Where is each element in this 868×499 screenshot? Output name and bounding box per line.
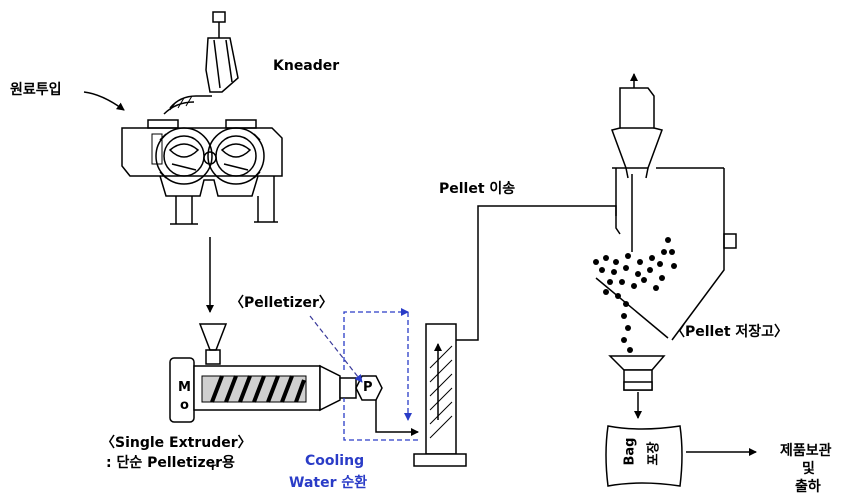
product-storage-line1: 제품보관 bbox=[780, 443, 832, 459]
kneader-machine bbox=[121, 11, 283, 225]
pellet-particles bbox=[593, 237, 677, 353]
pellet-transfer-label: Pellet 이송 bbox=[439, 181, 516, 197]
pump-to-tank-line bbox=[375, 400, 419, 436]
bag-packing-label: 포장 bbox=[646, 441, 662, 466]
motor-label-o: o bbox=[180, 398, 189, 413]
pellet-storage-label: 〈Pellet 저장고〉 bbox=[671, 324, 789, 340]
pump-label: P bbox=[363, 380, 373, 395]
motor-label-r: r bbox=[211, 462, 216, 473]
kneader-label: Kneader bbox=[273, 58, 340, 74]
cyclone bbox=[611, 73, 663, 179]
pellet-silo bbox=[595, 167, 737, 341]
material-input-label: 원료투입 bbox=[10, 82, 62, 98]
motor-label-m: M bbox=[178, 380, 191, 395]
single-extruder-label: 〈Single Extruder〉 bbox=[101, 435, 252, 451]
product-storage-line3: 출하 bbox=[795, 479, 821, 495]
pellet-transfer-line bbox=[456, 205, 617, 341]
bag-packing bbox=[605, 425, 683, 487]
discharge-hopper bbox=[608, 355, 666, 391]
cooling-water-label-line2: Water 순환 bbox=[289, 475, 368, 491]
pelletizer-label: 〈Pelletizer〉 bbox=[230, 295, 333, 311]
cooling-tank bbox=[413, 323, 467, 467]
bag-label: Bag bbox=[622, 437, 638, 466]
material-input-arrow bbox=[83, 91, 125, 111]
cooling-water-loop bbox=[343, 308, 418, 441]
pelletizer-pointer bbox=[309, 315, 363, 383]
product-storage-line2: 및 bbox=[802, 461, 815, 477]
single-extruder bbox=[169, 323, 357, 423]
cooling-water-label-line1: Cooling bbox=[305, 453, 365, 469]
simple-pelletizer-label: : 단순 Pelletizer용 bbox=[106, 455, 235, 471]
